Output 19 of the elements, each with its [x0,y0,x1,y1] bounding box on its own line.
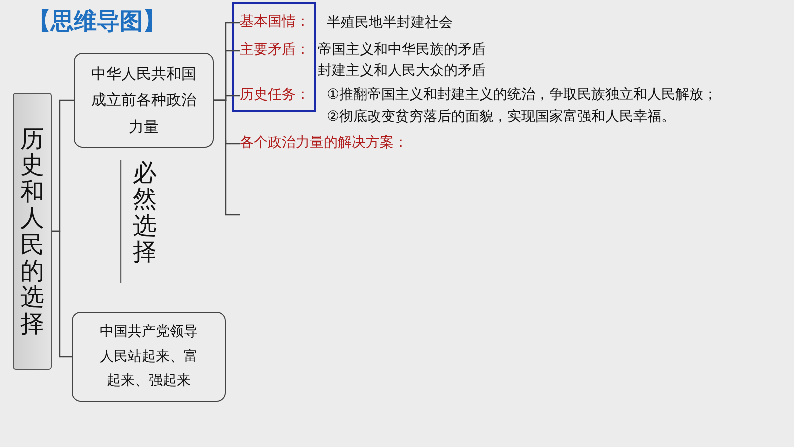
topic-text: 中华人民共和国成立前各种政治力量 [90,64,198,138]
topic-box [13,93,52,370]
topic-text: 中国共产党领导人民站起来、富起来、强起来 [99,323,199,392]
branch-label: 主要矛盾： [240,41,311,59]
branch-content: 帝国主义和中华民族的矛盾 [318,41,486,59]
title: 【思维导图】 [28,8,166,37]
branch-content: 封建主义和人民大众的矛盾 [318,62,486,80]
branch-content: ②彻底改变贫穷落后的面貌，实现国家富强和人民幸福。 [327,108,676,126]
connector-line [52,230,72,358]
branch-content: 半殖民地半封建社会 [327,14,453,32]
topic-text: 历史和人民的选择 [20,126,44,338]
branch-label: 各个政治力量的解决方案： [240,134,409,152]
branch-label: 基本国情： [240,13,311,31]
side-label: 必然选择 [133,160,157,266]
branch-content: ①推翻帝国主义和封建主义的统治，争取民族独立和人民解放； [327,86,718,104]
topic-box [72,312,226,402]
branch-label: 历史任务： [240,86,311,104]
topic-box [74,53,214,148]
connector-line [214,100,240,145]
